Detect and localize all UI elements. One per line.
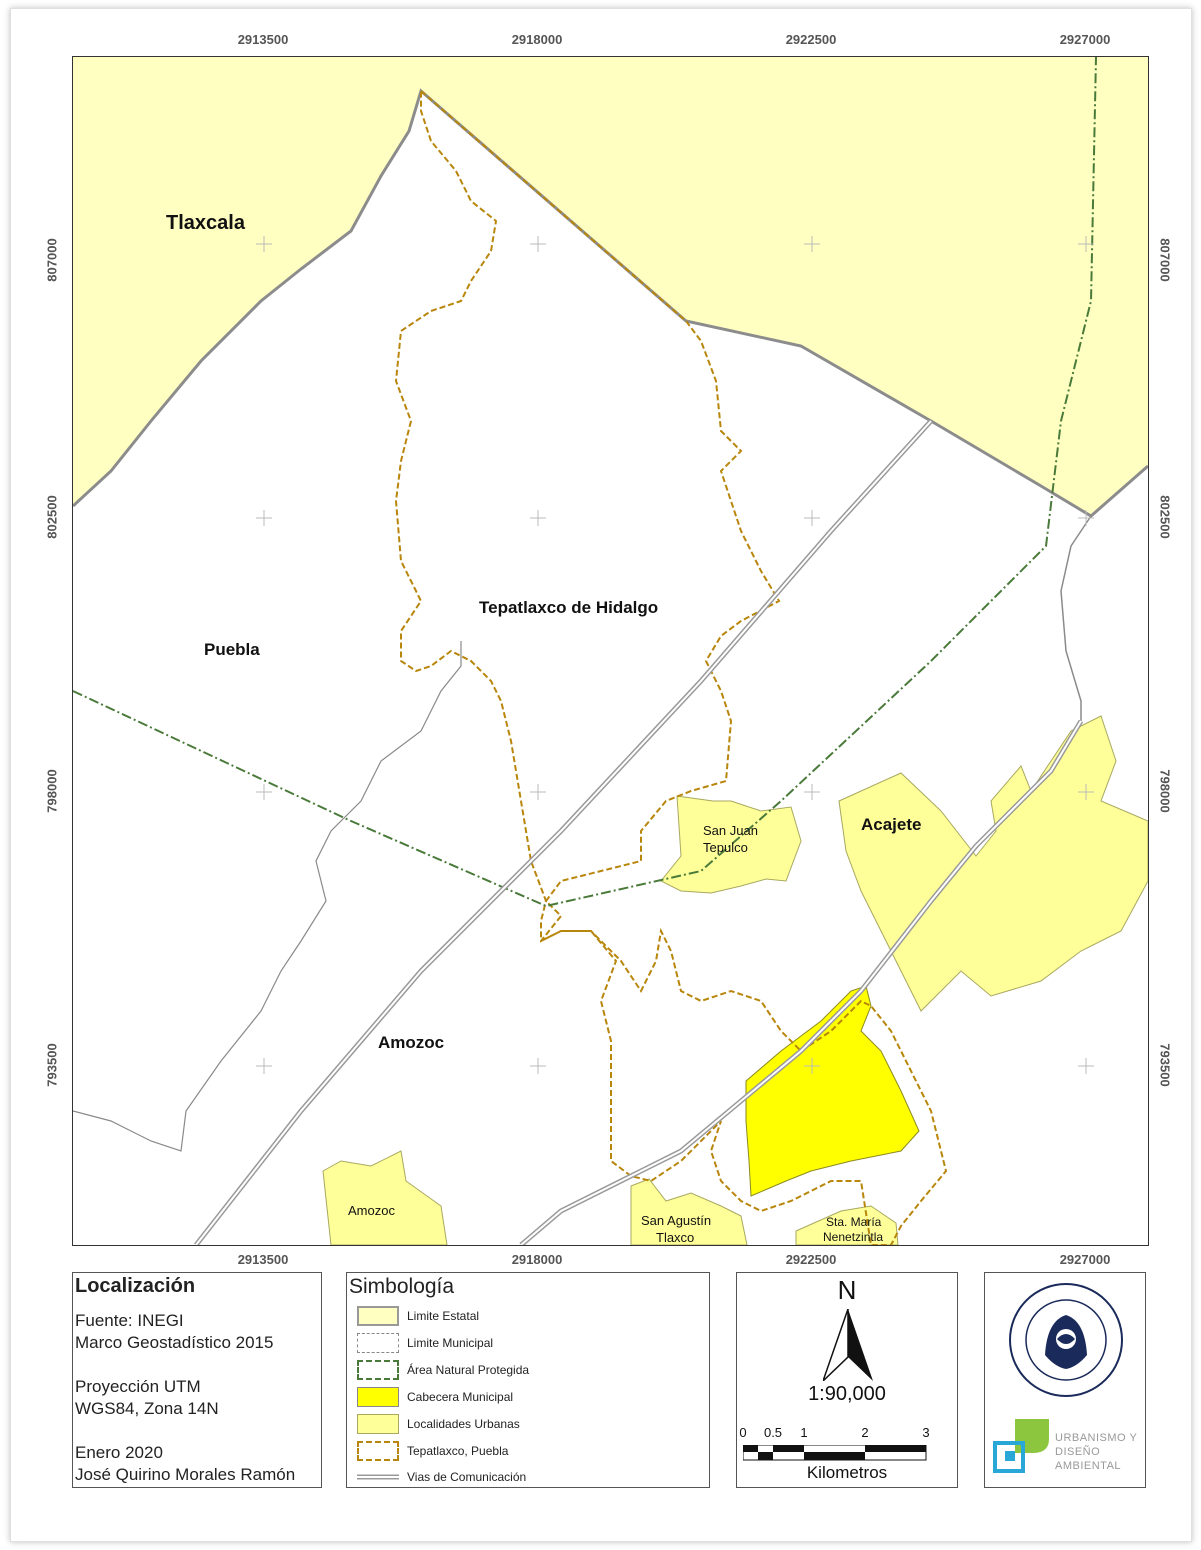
logos-panel: URBANISMO Y DISEÑO AMBIENTAL bbox=[984, 1272, 1146, 1488]
label-nenetzintla: Nenetzintla bbox=[823, 1230, 883, 1244]
y-tick-left: 807000 bbox=[44, 238, 60, 282]
north-letter: N bbox=[837, 1275, 857, 1305]
label-tlaxco: Tlaxco bbox=[656, 1230, 694, 1245]
y-tick-right: 802500 bbox=[1157, 495, 1173, 539]
legend-label: Vias de Comunicación bbox=[407, 1470, 527, 1484]
scale-tick: 2 bbox=[861, 1425, 869, 1440]
label-tlaxcala: Tlaxcala bbox=[166, 212, 246, 234]
state-boundary bbox=[73, 88, 1148, 518]
cabecera-swatch bbox=[357, 1387, 399, 1407]
label-amozoc-locality: Amozoc bbox=[348, 1203, 395, 1218]
road-network bbox=[194, 419, 1084, 1245]
y-tick-left: 798000 bbox=[44, 769, 60, 813]
legend-label: Limite Estatal bbox=[407, 1309, 480, 1323]
road-swatch bbox=[357, 1474, 399, 1480]
localizacion-panel: Localización Fuente: INEGI Marco Geostad… bbox=[72, 1272, 322, 1488]
label-san-juan: San Juan bbox=[703, 823, 758, 838]
acajete-locality bbox=[838, 715, 1148, 1012]
scale-tick: 0 bbox=[739, 1425, 747, 1440]
cabecera-municipal bbox=[745, 985, 920, 1197]
simbologia-title: Simbología bbox=[349, 1275, 455, 1298]
brand-line: AMBIENTAL bbox=[1055, 1460, 1122, 1472]
legend-item: Vias de Comunicación bbox=[357, 1466, 557, 1488]
legend-item: Limite Estatal bbox=[357, 1305, 557, 1327]
localizacion-title: Localización bbox=[75, 1275, 196, 1297]
label-amozoc-region: Amozoc bbox=[378, 1033, 444, 1052]
label-san-agustin: San Agustín bbox=[641, 1213, 711, 1228]
x-tick-top: 2927000 bbox=[1059, 32, 1111, 47]
simbologia-panel: Simbología Limite Estatal Limite Municip… bbox=[346, 1272, 710, 1488]
y-tick-right: 807000 bbox=[1157, 238, 1173, 282]
label-acajete: Acajete bbox=[861, 815, 921, 834]
y-tick-right: 793500 bbox=[1157, 1043, 1173, 1087]
y-tick-right: 798000 bbox=[1157, 769, 1173, 813]
localities-swatch bbox=[357, 1414, 399, 1434]
scale-tick: 1 bbox=[800, 1425, 808, 1440]
amozoc-locality bbox=[322, 1150, 448, 1245]
urbanismo-logo-icon bbox=[993, 1419, 1049, 1473]
brand-line: URBANISMO Y bbox=[1055, 1432, 1138, 1444]
x-tick-bottom: 2927000 bbox=[1059, 1252, 1111, 1267]
source-line: Fuente: INEGI bbox=[75, 1311, 184, 1330]
legend-label: Limite Municipal bbox=[407, 1336, 494, 1350]
legend-item: Área Natural Protegida bbox=[357, 1359, 557, 1381]
x-tick-top: 2913500 bbox=[237, 32, 289, 47]
san-agustin-tlaxco-locality bbox=[630, 1178, 748, 1245]
north-scale-panel: N 1:90,000 0 0.5 1 2 3 Kilometros bbox=[736, 1272, 958, 1488]
scale-tick: 0.5 bbox=[763, 1425, 783, 1440]
legend-item: Limite Municipal bbox=[357, 1332, 557, 1354]
scale-tick: 3 bbox=[922, 1425, 930, 1440]
area-natural-protegida-line bbox=[73, 57, 1097, 908]
x-tick-bottom: 2918000 bbox=[511, 1252, 563, 1267]
tepatlaxco-municipality-boundary bbox=[394, 88, 948, 1245]
datum-line: WGS84, Zona 14N bbox=[75, 1399, 219, 1418]
scale-bar bbox=[743, 1445, 927, 1461]
sta-maria-nenetzintla-locality bbox=[795, 1205, 899, 1245]
x-tick-bottom: 2922500 bbox=[785, 1252, 837, 1267]
tlaxcala-state-area bbox=[73, 57, 1148, 516]
municipal-boundary-east bbox=[1060, 515, 1092, 721]
label-sta-maria: Sta. María bbox=[826, 1215, 882, 1229]
university-seal-icon bbox=[1009, 1283, 1123, 1397]
legend-item: Tepatlaxco, Puebla bbox=[357, 1440, 557, 1462]
date-line: Enero 2020 bbox=[75, 1443, 163, 1462]
municipal-boundary-west bbox=[73, 641, 462, 1152]
legend-label: Localidades Urbanas bbox=[407, 1417, 520, 1431]
municipal-limit-swatch bbox=[357, 1333, 399, 1353]
legend-label: Tepatlaxco, Puebla bbox=[407, 1444, 509, 1458]
state-limit-swatch bbox=[357, 1306, 399, 1326]
source-detail: Marco Geostadístico 2015 bbox=[75, 1333, 274, 1352]
grid-crosses bbox=[256, 236, 1094, 1074]
y-tick-left: 793500 bbox=[44, 1043, 60, 1087]
map-frame[interactable]: Tlaxcala Tepatlaxco de Hidalgo Puebla Am… bbox=[72, 56, 1149, 1246]
scale-unit: Kilometros bbox=[806, 1463, 888, 1482]
san-juan-tepulco-locality bbox=[660, 795, 802, 894]
legend-label: Área Natural Protegida bbox=[407, 1363, 530, 1377]
label-puebla: Puebla bbox=[204, 640, 260, 659]
author-line: José Quirino Morales Ramón bbox=[75, 1465, 296, 1484]
x-tick-bottom: 2913500 bbox=[237, 1252, 289, 1267]
x-tick-top: 2918000 bbox=[511, 32, 563, 47]
north-arrow-icon bbox=[823, 1309, 873, 1381]
scale-ratio: 1:90,000 bbox=[808, 1383, 886, 1405]
label-tepatlaxco: Tepatlaxco de Hidalgo bbox=[479, 598, 658, 617]
projection-line: Proyección UTM bbox=[75, 1377, 201, 1396]
label-tepulco: Tepulco bbox=[703, 840, 748, 855]
anp-swatch bbox=[357, 1360, 399, 1380]
legend-item: Localidades Urbanas bbox=[357, 1413, 557, 1435]
x-tick-top: 2922500 bbox=[785, 32, 837, 47]
legend-label: Cabecera Municipal bbox=[407, 1390, 514, 1404]
legend-item: Cabecera Municipal bbox=[357, 1386, 557, 1408]
tepatlaxco-swatch bbox=[357, 1441, 399, 1461]
brand-line: DISEÑO bbox=[1055, 1446, 1101, 1458]
y-tick-left: 802500 bbox=[44, 495, 60, 539]
